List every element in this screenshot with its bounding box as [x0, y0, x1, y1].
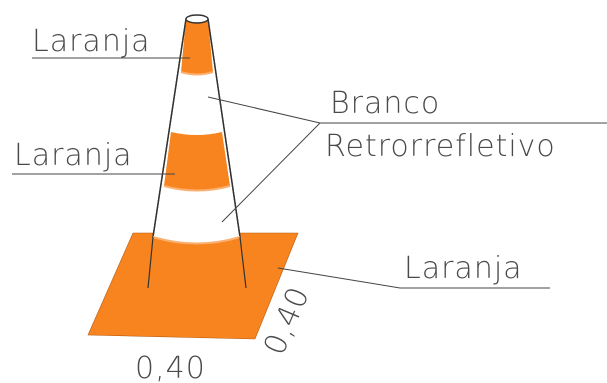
- label-top-orange: Laranja: [32, 24, 151, 59]
- cone-base-plate: [87, 232, 299, 340]
- label-middle-orange: Laranja: [14, 138, 133, 173]
- label-white-line2: Retrorrefletivo: [325, 129, 556, 164]
- cone-top-orange-band: [181, 19, 213, 75]
- leader-base-orange: [277, 267, 401, 289]
- cone-top-opening: [185, 14, 209, 24]
- label-base-orange: Laranja: [404, 251, 523, 286]
- leader-white-lower: [221, 122, 321, 223]
- leader-white-upper: [207, 96, 321, 124]
- cone-middle-orange-band: [164, 132, 230, 191]
- dimension-front: 0,40: [135, 351, 206, 383]
- label-white-line1: Branco: [330, 86, 440, 121]
